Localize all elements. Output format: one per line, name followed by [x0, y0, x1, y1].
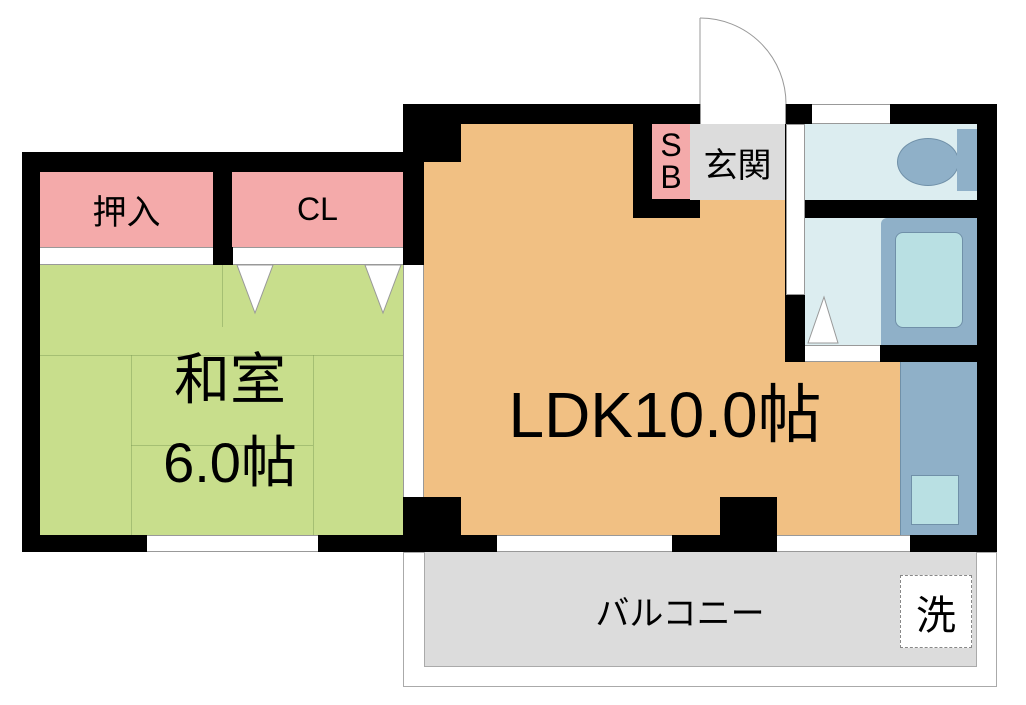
ldk-label: LDK10.0帖: [508, 379, 822, 451]
cl-sliding-door[interactable]: [233, 247, 403, 265]
kitchen-sink-icon: [911, 475, 959, 525]
washitsu-size: 6.0帖: [163, 430, 297, 494]
washer-space: 洗: [900, 575, 972, 648]
bath-door-swing-icon: [807, 295, 839, 344]
oshiire-closet: 押入: [40, 172, 213, 247]
entrance-door[interactable]: [700, 104, 786, 124]
shoe-box-s: S: [660, 126, 682, 163]
toilet-window[interactable]: [812, 104, 890, 124]
shoe-box: S B: [652, 124, 690, 199]
ldk-window-left[interactable]: [497, 535, 672, 552]
entrance-door-swing-icon: [699, 17, 787, 105]
washitsu-window[interactable]: [147, 535, 318, 552]
washitsu-name: 和室: [174, 347, 286, 411]
pillar-ldk-bottom-left: [403, 497, 461, 552]
oshiire-sliding-door[interactable]: [40, 247, 213, 265]
bathroom-threshold: [805, 345, 880, 362]
kitchen-counter: [900, 362, 977, 535]
genkan: 玄関: [690, 124, 785, 200]
toilet-room: [805, 124, 977, 200]
bath-door[interactable]: [786, 124, 805, 295]
cl-closet: CL: [232, 172, 403, 247]
bathtub-icon: [881, 218, 977, 345]
balcony-label: バルコニー: [595, 594, 765, 633]
balcony: [424, 552, 977, 667]
ldk-window-right[interactable]: [777, 535, 910, 552]
toilet-bowl-icon: [897, 138, 959, 186]
shoe-box-b: B: [660, 158, 682, 195]
ldk-room-extension: [785, 362, 900, 535]
washitsu-room: [40, 265, 403, 535]
washitsu-ldk-sliding-door[interactable]: [403, 265, 424, 497]
pillar-ldk-top-left: [403, 104, 461, 162]
pillar-ldk-bottom: [720, 497, 777, 552]
closet-door-swing-icon: [236, 265, 402, 315]
bathroom: [805, 218, 977, 345]
toilet-tank-icon: [957, 129, 977, 191]
